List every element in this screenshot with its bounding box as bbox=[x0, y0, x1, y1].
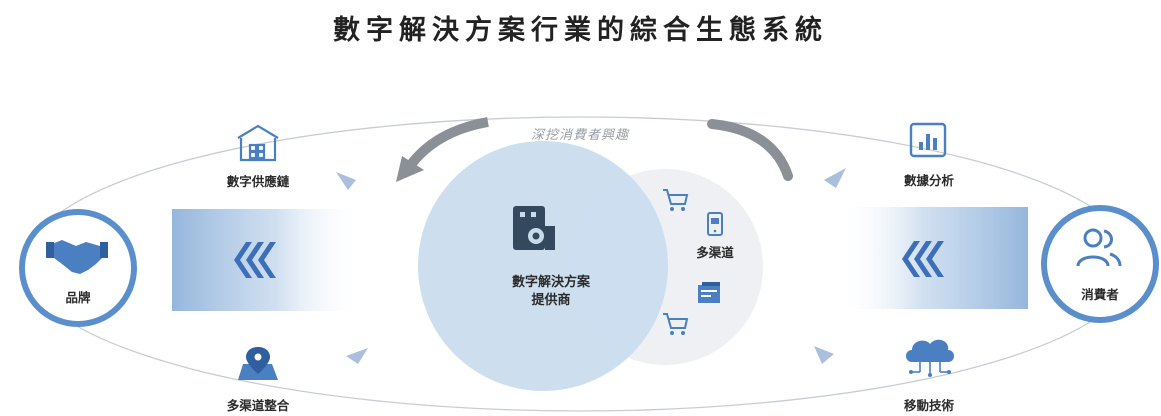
supply-chain-label: 數字供應鏈 bbox=[226, 174, 290, 189]
curved-arrow-left bbox=[405, 117, 489, 170]
building-gear-icon bbox=[513, 206, 555, 250]
small-arrow-top-right bbox=[824, 168, 846, 188]
handshake-icon bbox=[46, 240, 108, 274]
small-arrow-bottom-left bbox=[346, 348, 368, 364]
flow-label: 深挖消費者興趣 bbox=[530, 128, 629, 143]
browser-window-icon bbox=[698, 282, 720, 303]
omnichannel-label: 多渠道整合 bbox=[226, 398, 290, 413]
right-chevrons-icon bbox=[902, 241, 944, 277]
map-pin-icon bbox=[238, 347, 278, 380]
provider-label: 數字解決方案 提供商 bbox=[476, 274, 626, 310]
brand-label: 品牌 bbox=[65, 290, 91, 305]
mobile-icon bbox=[707, 212, 723, 236]
small-arrow-bottom-right bbox=[814, 346, 834, 364]
diagram-title: 數字解決方案行業的綜合生態系統 bbox=[333, 15, 828, 46]
warehouse-icon bbox=[237, 124, 279, 162]
provider-label-line2: 提供商 bbox=[531, 293, 571, 308]
right-flow-band bbox=[838, 207, 1028, 309]
analytics-label: 數據分析 bbox=[903, 173, 954, 188]
provider-label-line1: 數字解決方案 bbox=[511, 275, 590, 290]
cart-wheel bbox=[681, 331, 685, 335]
left-chevrons-icon bbox=[234, 242, 276, 278]
mobile-tech-label: 移動技術 bbox=[903, 398, 954, 413]
left-flow-band bbox=[172, 209, 362, 311]
cart-wheel bbox=[670, 331, 674, 335]
cart-icon bbox=[663, 313, 689, 329]
provider-circle bbox=[418, 141, 668, 391]
channels-label: 多渠道 bbox=[696, 245, 734, 260]
curved-arrow-left-head bbox=[396, 156, 424, 182]
cart-wheel bbox=[681, 207, 685, 211]
bar-chart-icon bbox=[909, 122, 947, 158]
consumer-label: 消費者 bbox=[1081, 287, 1119, 302]
curved-arrow-right bbox=[707, 119, 793, 181]
small-arrow-top-left bbox=[336, 172, 356, 190]
cart-wheel bbox=[670, 207, 674, 211]
cloud-network-icon bbox=[906, 339, 954, 377]
users-icon bbox=[1076, 228, 1122, 267]
cart-icon bbox=[663, 189, 689, 205]
consumer-ring bbox=[1041, 205, 1159, 323]
